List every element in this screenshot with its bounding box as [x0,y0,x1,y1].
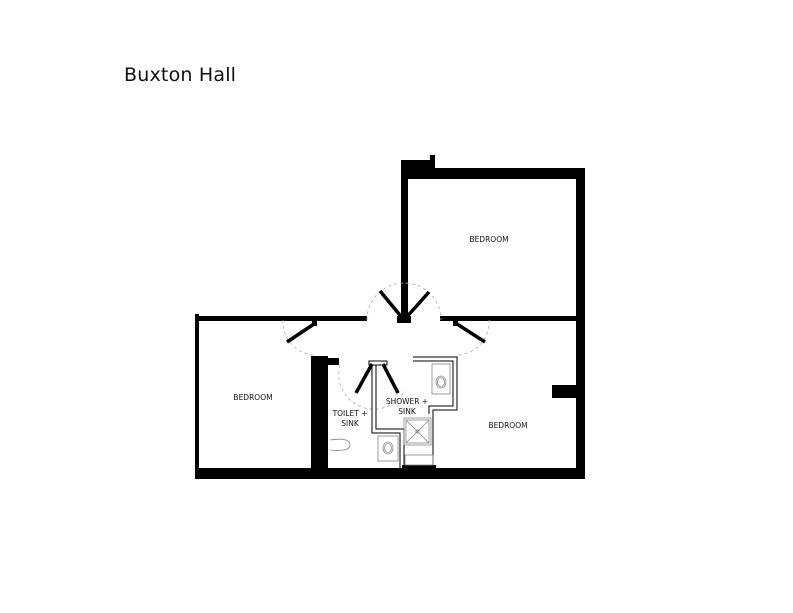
door-swings [282,282,490,410]
bedroom-top-label: BEDROOM [469,235,508,244]
bathroom-walls [368,356,458,468]
room-labels: BEDROOM BEDROOM BEDROOM TOILET + SINK SH… [233,235,527,430]
toilet-label-line2: SINK [341,419,360,428]
building-title: Buxton Hall [124,64,237,86]
bedroom-left-label: BEDROOM [233,393,272,402]
shower-label-line2: SINK [398,407,417,416]
bedroom-right-label: BEDROOM [488,421,527,430]
toilet-label-line1: TOILET + [332,409,368,418]
walls [195,155,585,479]
fixtures [329,363,451,466]
shower-label-line1: SHOWER + [386,397,428,406]
doors [286,289,486,394]
